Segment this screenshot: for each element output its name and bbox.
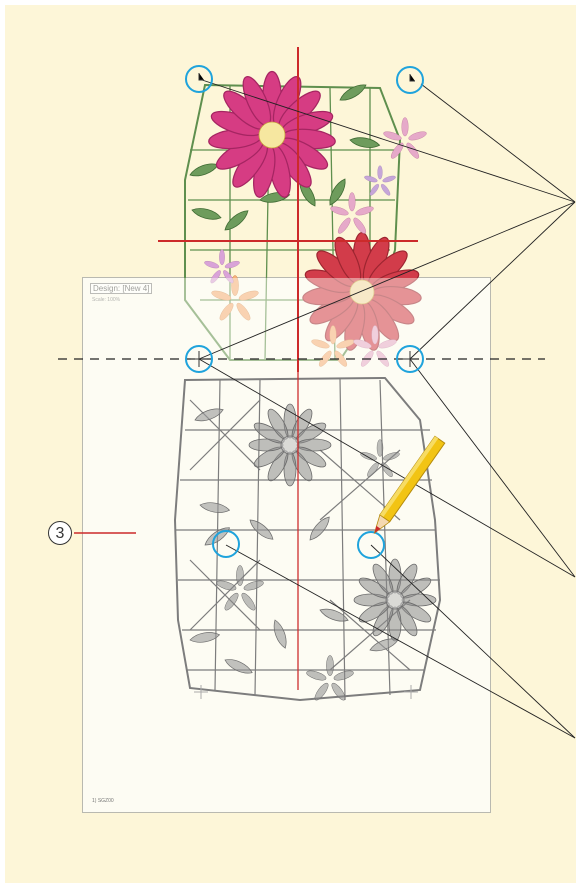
printed-flowers bbox=[215, 404, 436, 702]
pink-flower bbox=[208, 71, 336, 199]
leader-lines bbox=[74, 79, 575, 738]
callout-number-badge: 3 bbox=[48, 521, 72, 545]
